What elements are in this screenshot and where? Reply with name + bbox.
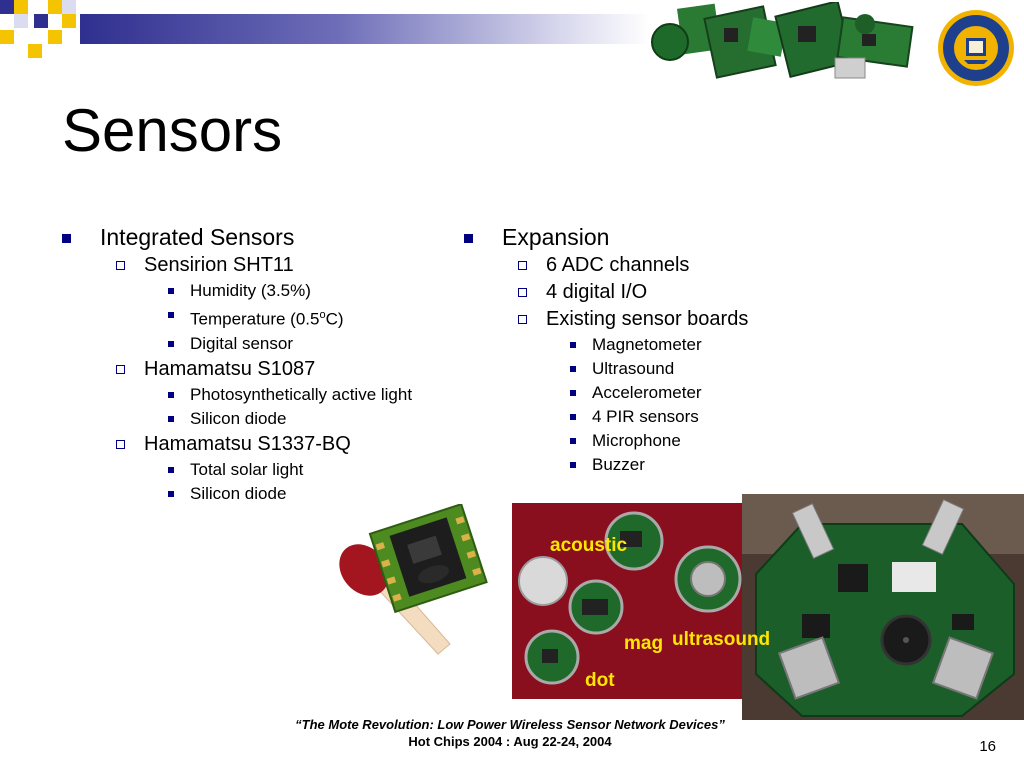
label-ultrasound: ultrasound xyxy=(672,629,770,650)
sensor-board-photo xyxy=(742,494,1024,720)
bullet-silicon-diode-2: Silicon diode xyxy=(62,482,462,506)
footer-conference: Hot Chips 2004 : Aug 22-24, 2004 xyxy=(408,734,612,749)
bullet-pir-sensors: 4 PIR sensors xyxy=(464,405,844,429)
mote-boards-image xyxy=(651,2,914,79)
label-acoustic: acoustic xyxy=(550,535,628,556)
university-seal-logo xyxy=(938,10,1014,86)
bullet-microphone: Microphone xyxy=(464,429,844,453)
bullet-temperature: Temperature (0.5oC) xyxy=(62,303,462,332)
bullet-buzzer: Buzzer xyxy=(464,453,844,477)
bullet-hamamatsu-s1337bq: Hamamatsu S1337-BQ xyxy=(62,431,462,458)
right-bullet-column: Expansion 6 ADC channels 4 digital I/O E… xyxy=(464,222,844,477)
temperature-degree-sup: o xyxy=(319,309,326,321)
slide-footer: “The Mote Revolution: Low Power Wireless… xyxy=(250,716,770,750)
header-gradient-bar xyxy=(80,14,650,44)
bullet-accelerometer: Accelerometer xyxy=(464,381,844,405)
page-number: 16 xyxy=(979,738,996,755)
left-bullet-column: Integrated Sensors Sensirion SHT11 Humid… xyxy=(62,222,462,506)
label-dot: dot xyxy=(585,670,615,691)
bullet-adc-channels: 6 ADC channels xyxy=(464,252,844,279)
bullet-digital-io: 4 digital I/O xyxy=(464,279,844,306)
footer-citation: “The Mote Revolution: Low Power Wireless… xyxy=(295,717,725,732)
bullet-existing-sensor-boards: Existing sensor boards xyxy=(464,306,844,333)
slide-title: Sensors xyxy=(62,97,283,164)
bullet-photosynthetic-light: Photosynthetically active light xyxy=(62,383,462,407)
ultrasound-label-overlay: ultrasound xyxy=(672,629,770,650)
bullet-silicon-diode-1: Silicon diode xyxy=(62,407,462,431)
bullet-integrated-sensors: Integrated Sensors xyxy=(62,222,462,252)
bullet-ultrasound: Ultrasound xyxy=(464,357,844,381)
temperature-text: Temperature (0.5 xyxy=(190,309,320,329)
sensor-buttons-photo: acoustic mag dot xyxy=(512,503,746,699)
bullet-humidity: Humidity (3.5%) xyxy=(62,279,462,303)
bullet-sensirion-sht11: Sensirion SHT11 xyxy=(62,252,462,279)
corner-decoration xyxy=(0,0,80,62)
sht11-sensor-match-photo xyxy=(326,504,490,664)
label-mag: mag xyxy=(624,633,663,654)
temperature-suffix: C) xyxy=(325,309,344,329)
bullet-total-solar-light: Total solar light xyxy=(62,458,462,482)
bullet-expansion: Expansion xyxy=(464,222,844,252)
bullet-digital-sensor: Digital sensor xyxy=(62,332,462,356)
bullet-magnetometer: Magnetometer xyxy=(464,333,844,357)
bullet-hamamatsu-s1087: Hamamatsu S1087 xyxy=(62,356,462,383)
